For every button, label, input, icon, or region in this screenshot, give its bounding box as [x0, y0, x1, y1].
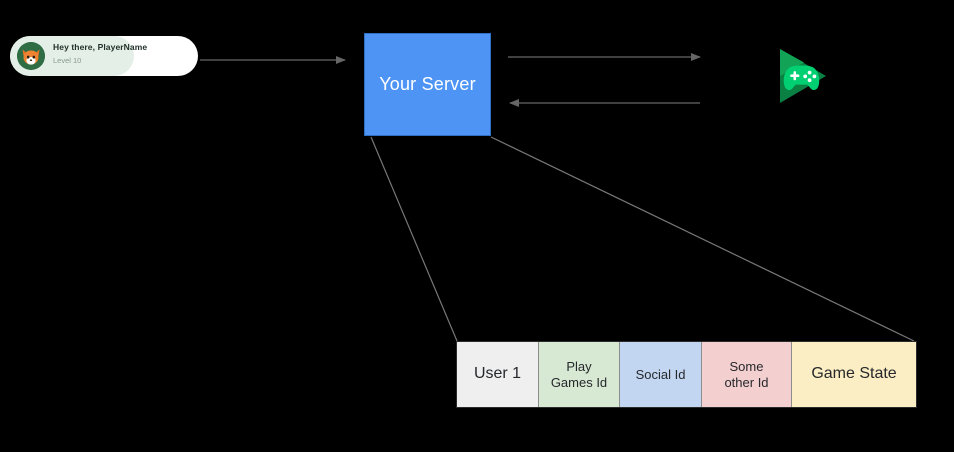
google-play-games-icon[interactable] — [770, 45, 832, 107]
player-card-text: Hey there, PlayerName Level 10 — [53, 43, 147, 64]
player-level-label: Level 10 — [53, 55, 82, 65]
player-greeting-card[interactable]: Hey there, PlayerName Level 10 — [10, 36, 198, 76]
your-server-label: Your Server — [379, 74, 476, 94]
table-cell: Social Id — [620, 342, 702, 407]
player-greeting-label: Hey there, PlayerName — [53, 42, 148, 52]
table-cell: Game State — [792, 342, 916, 407]
fox-avatar-icon — [17, 42, 45, 70]
table-cell: User 1 — [457, 342, 539, 407]
server-to-table-left-line — [370, 136, 458, 342]
your-server-node[interactable]: Your Server — [364, 33, 491, 136]
server-to-table-right-line — [490, 136, 915, 342]
